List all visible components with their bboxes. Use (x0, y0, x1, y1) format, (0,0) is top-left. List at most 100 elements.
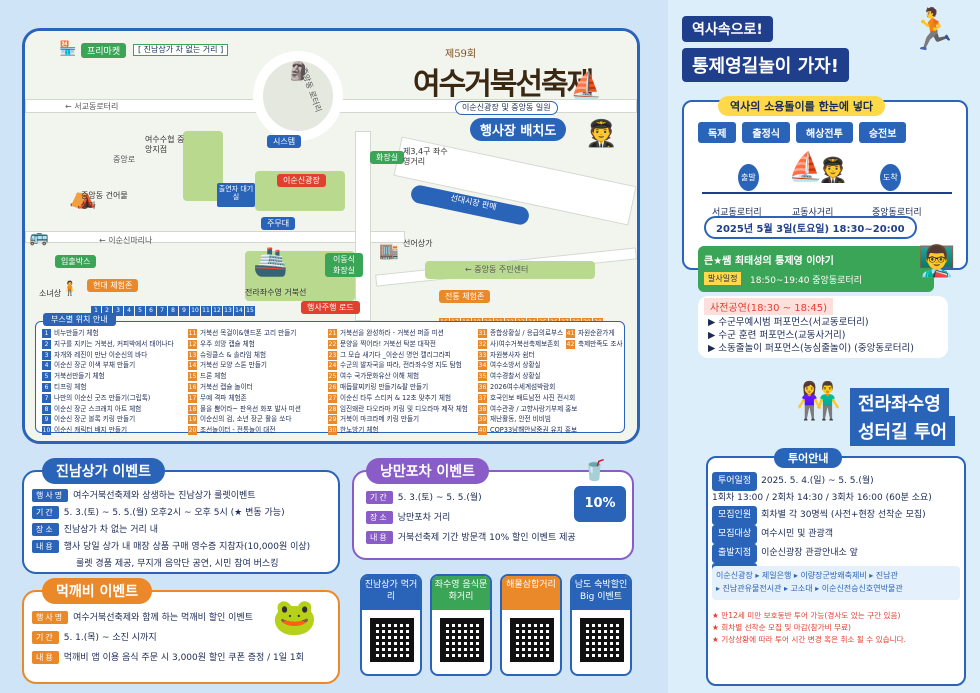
legend-number: 33 (478, 350, 487, 360)
booth-marker: 5 (135, 306, 145, 316)
qr-card: 진남상가 먹거리 (360, 574, 422, 676)
legend-number: 12 (188, 339, 197, 349)
legend-text: 슈링클스 & 솔라임 체험 (200, 350, 267, 359)
booth-marker: 11 (201, 306, 211, 316)
booth-marker: 9 (179, 306, 189, 316)
event-row-text: 5. 3.(토) ~ 5. 5.(월) (397, 493, 482, 503)
legend-text: 수군의 발자국을 따라, 전라좌수영 지도 탐험 (340, 361, 462, 370)
legend-number: 30 (328, 426, 337, 436)
festival-title: 여수거북선축제 (413, 67, 594, 102)
worker-tent: 출연자 대기실 (217, 183, 255, 207)
legend-number: 3 (42, 350, 51, 360)
mascot-icon: 🐸 (272, 597, 317, 638)
event-row-text: 진남상가 차 없는 거리 내 (63, 525, 158, 535)
legend-text: 나만의 이순신 굿즈 만들기(그립톡) (54, 393, 151, 402)
legend-number: 11 (188, 329, 197, 338)
label-jeongseon: 제3,4구 좌수영거리 (403, 147, 448, 166)
legend-number: 4 (42, 361, 51, 371)
label-jumudae: 주무대 (261, 217, 296, 230)
stall-icon: ⛺ (69, 185, 97, 210)
legend-text: 물을 뿜어라~ 판옥선 화포 발사 미션 (200, 404, 301, 413)
booth-marker: 7 (157, 306, 167, 316)
event-row-label: 기간 (366, 491, 393, 504)
tour-notes: ★ 만12세 미만 보호동반 투어 가능(경사도 있는 구간 있음)★ 회차별 … (712, 610, 906, 646)
booth-marker: 2 (102, 306, 112, 316)
course-list: 이순신광장 ▸ 제일은행 ▸ 이량장군방왜축제비 ▸ 진남관 ▸ 진남관유물전시관… (716, 569, 903, 595)
event-row-text: 여수거북선축제와 함께 하는 먹깨비 할인 이벤트 (73, 613, 253, 623)
label-seoeosangga: 선어상가 (403, 239, 433, 248)
legend-text: COP33남해안남중권 유치 홍보 (490, 426, 578, 435)
event-row-label: 내용 (32, 540, 59, 553)
event-row-label: 내용 (366, 531, 393, 544)
legend-number: 26 (328, 382, 337, 392)
tour-row-label: 모집인원 (712, 506, 758, 525)
flea-label: 프리마켓 (81, 43, 127, 58)
booth-marker: 13 (223, 306, 233, 316)
legend-text: 티프링 체험 (54, 382, 87, 391)
legend-number: 23 (328, 350, 337, 360)
legend-number: 28 (328, 404, 337, 414)
legend-number: 9 (42, 415, 51, 425)
legend-text: 거북선만들기 체험 (54, 372, 105, 381)
event-row: 기간 5. 3.(토) ~ 5. 5.(월) (366, 490, 482, 504)
route-place: 중앙동로터리 (872, 208, 922, 218)
jinnam-event-card (22, 470, 340, 574)
start-marker: 출발 (738, 164, 759, 191)
market-icon: 🏬 (379, 241, 399, 260)
bus-icon: 🚌 (29, 227, 49, 246)
tour-note: ★ 회차별 선착순 모집 및 마감(참가비 무료) (712, 623, 851, 632)
legend-number: 29 (328, 415, 337, 425)
legend-text: 거북선 캡슐 놀이터 (200, 382, 253, 391)
parade-title-1: 역사속으로! (682, 16, 773, 42)
flea-sub: [ 진남상가 차 없는 거리 ] (133, 44, 229, 56)
rotary (253, 51, 343, 141)
legend-number: 8 (42, 404, 51, 414)
parade-step: 승전보 (858, 122, 907, 143)
legend-number: 40 (478, 426, 487, 436)
legend-number: 39 (478, 415, 487, 425)
legend-text: 이순신 타투 스티커 & 12초 맞추기 체험 (340, 393, 452, 402)
festival-sub: 이순신광장 및 중앙동 일원 (455, 101, 558, 115)
parade-subtitle: 역사의 소용돌이를 한눈에 넣다 (718, 96, 886, 116)
parade-title-2: 통제영길놀이 가자! (682, 48, 849, 82)
pocha-title: 낭만포차 이벤트 (366, 458, 490, 484)
event-row-text: 거북선축제 기간 방문객 10% 할인 이벤트 제공 (397, 533, 576, 543)
legend-number: 1 (42, 329, 51, 338)
legend-text: 여수경찰서 상황실 (490, 372, 541, 381)
tour-row-text: 여수시민 및 관광객 (761, 529, 834, 539)
legend-text: 여수 국가문화유산 이해 체험 (340, 372, 420, 381)
parade-date: 2025년 5월 3일(토요일) 18:30~20:00 (704, 216, 917, 239)
label-jeontong: 전통 체험존 (439, 290, 491, 303)
qr-title: 해물삼합거리 (502, 576, 560, 610)
qr-card: 남도 숙박할인 Big 이벤트 (570, 574, 632, 676)
label-yisunsin-plaza: 이순신광장 (277, 174, 326, 187)
event-row-text: 5. 3.(토) ~ 5. 5.(월) 오후2시 ~ 오후 5시 (★ 변동 가… (63, 508, 285, 518)
legend-text: 매듭팔찌키링 만들기&팔 만들기 (340, 382, 429, 391)
mukgebi-title: 먹깨비 이벤트 (42, 578, 153, 604)
course-item: ▸ 진남관유물전시관 ▸ 고소대 ▸ 이순신전승신호연박물관 (716, 584, 903, 593)
park (425, 261, 595, 279)
booth-marker: 1 (91, 306, 101, 316)
statue-girl-icon: 🧍 (61, 281, 79, 297)
booth-marker: 3 (113, 306, 123, 316)
legend-text: 거북이 마크라메 키링 만들기 (340, 415, 420, 424)
course-item: 이순신광장 ▸ 제일은행 ▸ 이량장군방왜축제비 ▸ 진남관 (716, 571, 898, 580)
event-row: 내용 거북선축제 기간 방문객 10% 할인 이벤트 제공 (366, 530, 576, 544)
qr-code-icon (510, 618, 554, 662)
legend-number: 21 (328, 329, 337, 338)
discount-badge: 10% (574, 486, 626, 522)
